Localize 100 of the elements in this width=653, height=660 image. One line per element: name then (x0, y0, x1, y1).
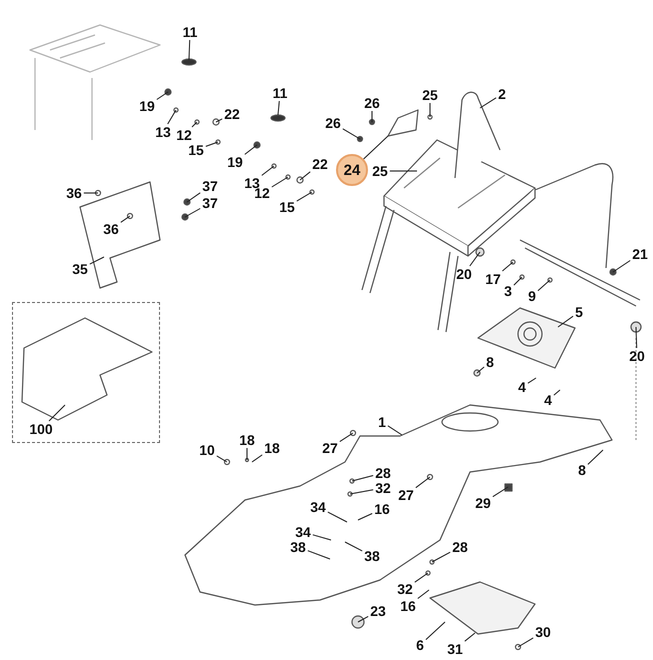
leader-line (480, 97, 497, 108)
callout-number: 19 (138, 99, 156, 113)
callout-number: 20 (628, 349, 646, 363)
callout-number: 29 (474, 496, 492, 510)
leader-line (278, 100, 280, 116)
leader-line (387, 425, 402, 436)
leader-line (205, 142, 218, 147)
leader-line (252, 454, 263, 462)
callout-number: 18 (263, 441, 281, 455)
leader-line (83, 192, 98, 194)
callout-number: 15 (278, 200, 296, 214)
callout-number: 23 (369, 604, 387, 618)
callout-number: 3 (503, 284, 513, 298)
callout-number: 27 (397, 488, 415, 502)
leader-line (352, 475, 374, 482)
callout-number: 4 (543, 393, 553, 407)
leader-line (246, 448, 248, 460)
leader-line (344, 542, 363, 552)
leader-line (417, 590, 430, 599)
leader-line (312, 534, 332, 540)
callout-number: 13 (243, 176, 261, 190)
callout-number: 32 (374, 481, 392, 495)
callout-number: 20 (455, 267, 473, 281)
leader-line (271, 176, 288, 188)
leader-line (186, 192, 201, 202)
callout-number: 16 (399, 599, 417, 613)
leader-line (358, 513, 373, 520)
leader-line (296, 192, 312, 202)
callout-number: 13 (154, 125, 172, 139)
leader-line (358, 616, 369, 622)
leader-line (415, 476, 430, 488)
callout-number: 8 (577, 463, 587, 477)
leader-line (537, 280, 550, 292)
callout-number: 32 (396, 582, 414, 596)
callout-number: 16 (373, 502, 391, 516)
leader-line (216, 455, 228, 462)
leader-line (192, 122, 198, 128)
leader-line (156, 92, 168, 100)
leader-line (120, 216, 130, 223)
leader-line (558, 316, 574, 328)
callout-number: 17 (484, 272, 502, 286)
callout-number: 38 (363, 549, 381, 563)
callout-number: 19 (226, 155, 244, 169)
leader-line (216, 118, 223, 122)
leader-line (492, 486, 508, 498)
leader-line (469, 252, 480, 266)
callout-number: 6 (415, 638, 425, 652)
leader-line (587, 450, 604, 465)
leader-line (464, 632, 476, 642)
leader-line (261, 166, 274, 176)
leader-line (89, 256, 104, 265)
callout-number: 4 (517, 380, 527, 394)
leader-line (476, 366, 485, 374)
leader-line (184, 208, 201, 218)
callout-number: 11 (272, 86, 288, 100)
leader-line (350, 489, 374, 494)
callout-number: 22 (311, 157, 329, 171)
leader-line (518, 637, 534, 648)
leader-line (363, 136, 388, 160)
leader-line (432, 552, 451, 562)
callout-number: 38 (289, 540, 307, 554)
leader-line (502, 262, 514, 272)
callout-number: 28 (451, 540, 469, 554)
leader-line (307, 550, 330, 560)
callout-number: 37 (201, 179, 219, 193)
callout-number: 2 (497, 87, 507, 101)
leader-line (414, 572, 428, 583)
callout-number: 26 (363, 96, 381, 110)
callout-number: 36 (65, 186, 83, 200)
leader-line (527, 378, 536, 384)
callout-number: 21 (631, 247, 649, 261)
callout-number: 9 (527, 289, 537, 303)
callout-number: 30 (534, 625, 552, 639)
leader-line (244, 144, 258, 155)
leader-line (339, 432, 354, 442)
callout-number: 31 (446, 642, 464, 656)
callout-number: 27 (321, 441, 339, 455)
leader-line (553, 390, 560, 396)
callout-number: 11 (182, 25, 198, 39)
highlighted-callout-number: 24 (336, 154, 368, 186)
callout-number: 37 (201, 196, 219, 210)
callout-number: 1 (377, 415, 387, 429)
callout-number: 10 (198, 443, 216, 457)
callout-number: 100 (28, 422, 54, 436)
callout-number: 36 (102, 222, 120, 236)
dashed-inset-frame (12, 302, 160, 443)
callout-number: 34 (309, 500, 327, 514)
leader-line (342, 128, 360, 140)
callout-number: 8 (485, 355, 495, 369)
callout-number: 35 (71, 262, 89, 276)
callout-number: 25 (421, 88, 439, 102)
leader-line (300, 171, 311, 180)
leader-line (513, 276, 522, 286)
callout-number: 22 (223, 107, 241, 121)
callout-number: 25 (371, 164, 389, 178)
leader-line (636, 326, 638, 348)
callout-number: 15 (187, 143, 205, 157)
callout-number: 28 (374, 466, 392, 480)
leader-line (48, 404, 66, 422)
callout-number: 12 (175, 128, 193, 142)
